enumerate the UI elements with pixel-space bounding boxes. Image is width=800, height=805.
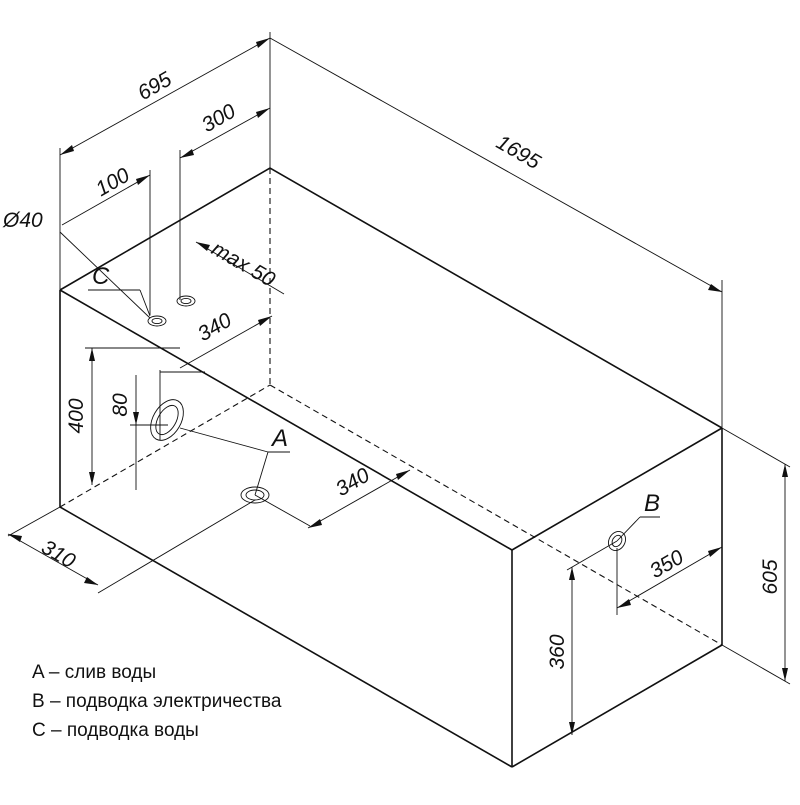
dim-label-350: 350 — [646, 545, 688, 583]
electrical-b: B — [608, 490, 660, 551]
dim-label-max-50: max 50 — [208, 237, 279, 292]
dim-label-310: 310 — [37, 536, 79, 574]
dim-340-top: 340 — [179, 308, 273, 369]
hidden-bottom-right-edge — [269, 384, 723, 646]
water-supply-c: Ø40 C — [2, 209, 196, 327]
hidden-bottom-left-edge — [59, 384, 271, 508]
dim-max-50: max 50 — [195, 237, 285, 295]
dim-350: 350 — [616, 545, 723, 615]
dim-310: 310 — [7, 499, 256, 594]
dim-340-floor: 340 — [254, 463, 411, 529]
legend-item-c: C – подводка воды — [32, 720, 199, 741]
drain-a: A — [240, 425, 290, 504]
legend-item-b: B – подводка электричества — [32, 691, 282, 712]
box-bottom-right-edge — [511, 644, 723, 768]
dim-label-695: 695 — [134, 67, 176, 105]
dim-605: 605 — [721, 427, 791, 685]
dim-80: 80 — [109, 375, 168, 490]
box-hidden-edges — [59, 168, 723, 646]
box-bottom-left-edge — [59, 506, 513, 768]
water-supply-right-icon — [176, 295, 196, 307]
box-top-left-edge — [59, 289, 513, 551]
drain-icon — [240, 486, 270, 504]
dim-label-605: 605 — [759, 559, 782, 594]
dim-360: 360 — [546, 540, 618, 735]
water-supply-left-icon — [147, 315, 167, 327]
dim-label-340-floor: 340 — [332, 463, 374, 501]
box-visible-edges — [59, 167, 723, 768]
dim-400: 400 — [65, 347, 180, 485]
dim-1695: 1695 — [269, 37, 723, 428]
dim-label-80: 80 — [109, 393, 132, 417]
legend-item-a: A – слив воды — [32, 662, 156, 683]
dim-label-diameter: Ø40 — [2, 209, 43, 232]
marker-c-label: C — [92, 263, 110, 290]
electrical-icon — [608, 531, 626, 551]
dim-label-100: 100 — [92, 163, 134, 201]
overflow-drain — [150, 370, 269, 453]
box-top-right-edge — [511, 427, 723, 551]
marker-a-label: A — [270, 425, 288, 452]
overflow-icon — [150, 399, 184, 441]
dim-label-360: 360 — [546, 634, 569, 669]
legend: A – слив воды B – подводка электричества… — [32, 662, 282, 741]
dim-label-400: 400 — [65, 398, 88, 433]
marker-b-label: B — [644, 490, 660, 517]
dim-100: 100 — [61, 163, 151, 315]
box-top-back-edges — [59, 167, 723, 429]
dim-label-300: 300 — [198, 99, 240, 137]
